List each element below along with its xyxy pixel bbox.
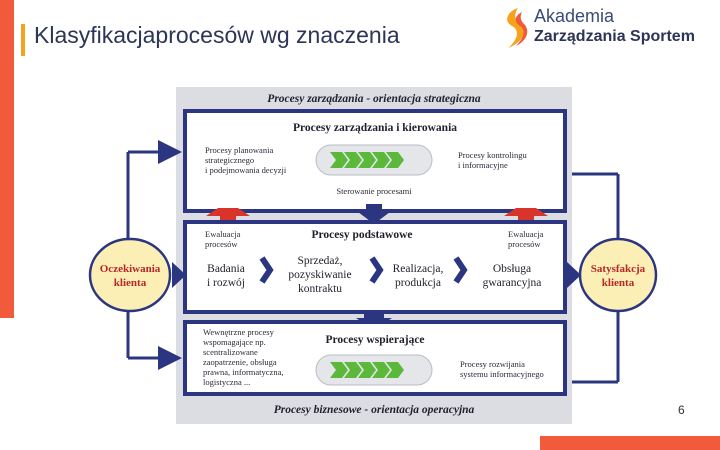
core-step-4-line-1: Obsługa bbox=[493, 263, 531, 275]
left-oval-line-1: Oczekiwania bbox=[100, 263, 161, 275]
center-navy-down-arrow bbox=[358, 204, 390, 224]
customer-satisfaction-oval bbox=[578, 237, 658, 313]
core-step-2-line-2: pozyskiwanie bbox=[288, 269, 351, 281]
slide-title: Klasyfikacjaprocesów wg znaczenia bbox=[34, 22, 400, 48]
support-right-note-1: Procesy rozwijania bbox=[460, 359, 525, 369]
bottom-accent-bar bbox=[540, 436, 720, 450]
management-chevrons bbox=[330, 152, 404, 168]
support-right-note-2: systemu informacyjnego bbox=[460, 369, 544, 379]
management-left-note-1: Procesy planowania bbox=[205, 145, 273, 155]
core-step-3-line-1: Realizacja, bbox=[393, 263, 444, 275]
core-flow-arrow-1 bbox=[259, 256, 274, 284]
support-left-note-1: Wewnętrzne procesy bbox=[203, 327, 275, 337]
management-right-note-2: i informacyjne bbox=[458, 160, 508, 170]
support-left-note-5: prawna, informatyczna, bbox=[203, 367, 283, 377]
core-flow-arrow-2 bbox=[369, 256, 384, 284]
core-step-1-line-2: i rozwój bbox=[207, 277, 245, 289]
customer-expectations-oval bbox=[88, 237, 172, 313]
core-step-3-line-2: produkcja bbox=[395, 277, 441, 289]
support-box-title: Procesy wspierające bbox=[325, 334, 424, 346]
right-oval-line-1: Satysfakcja bbox=[591, 263, 646, 275]
core-eval-left-2: procesów bbox=[205, 239, 238, 249]
logo-line-1: Akademia bbox=[534, 6, 615, 26]
title-accent-mark bbox=[21, 24, 25, 56]
management-box-title: Procesy zarządzania i kierowania bbox=[293, 122, 457, 134]
support-left-note-2: wspomagające np. bbox=[203, 337, 266, 347]
core-eval-left-1: Ewaluacja bbox=[205, 229, 241, 239]
support-left-note-6: logistyczna ... bbox=[203, 377, 250, 387]
support-left-note-4: zaopatrzenie, obsługa bbox=[203, 357, 277, 367]
support-left-note-3: scentralizowane bbox=[203, 347, 258, 357]
support-chevrons bbox=[330, 362, 404, 378]
right-oval-line-2: klienta bbox=[602, 277, 635, 289]
left-oval-line-2: klienta bbox=[114, 277, 147, 289]
core-step-2-line-1: Sprzedaż, bbox=[297, 255, 342, 267]
management-left-note-2: strategicznego bbox=[205, 155, 254, 165]
logo-swoosh-icon bbox=[507, 8, 528, 48]
right-oval-arrow bbox=[567, 262, 581, 288]
core-eval-right-1: Ewaluacja bbox=[508, 229, 544, 239]
core-step-1-line-1: Badania bbox=[207, 263, 245, 275]
management-left-note-3: i podejmowania decyzji bbox=[205, 165, 287, 175]
page-number: 6 bbox=[678, 403, 685, 417]
left-red-up-arrow bbox=[206, 208, 250, 226]
top-header: Procesy zarządzania - orientacja strateg… bbox=[267, 93, 481, 105]
core-step-2-line-3: kontraktu bbox=[298, 283, 342, 295]
core-eval-right-2: procesów bbox=[508, 239, 541, 249]
bottom-header: Procesy biznesowe - orientacja operacyjn… bbox=[274, 404, 475, 416]
academy-logo: Akademia Zarządzania Sportem bbox=[500, 6, 715, 52]
left-accent-bar bbox=[0, 0, 14, 318]
management-center-label: Sterowanie procesami bbox=[336, 186, 412, 196]
core-flow-arrow-3 bbox=[453, 256, 468, 284]
logo-line-2: Zarządzania Sportem bbox=[534, 28, 695, 45]
core-step-4-line-2: gwarancyjna bbox=[483, 277, 542, 289]
left-oval-arrow bbox=[172, 262, 186, 288]
core-box-title: Procesy podstawowe bbox=[311, 229, 412, 241]
management-right-note-1: Procesy kontrolingu bbox=[458, 150, 527, 160]
right-red-up-arrow bbox=[504, 208, 548, 226]
